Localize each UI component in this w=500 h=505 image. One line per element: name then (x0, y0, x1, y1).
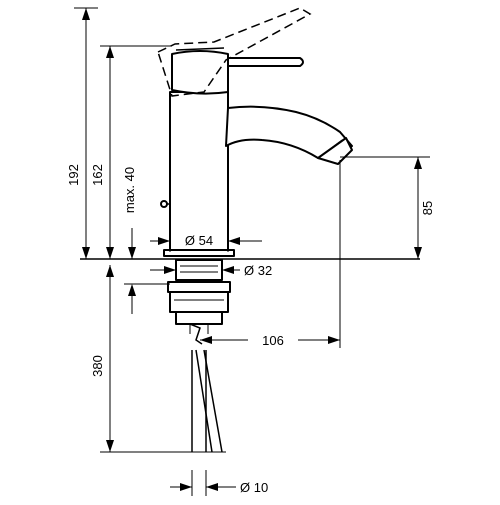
dimension-hose-diameter-label: Ø 10 (240, 480, 268, 495)
dimension-total-height-label: 192 (66, 164, 81, 186)
dimension-total-height: 192 (66, 7, 98, 259)
spout (225, 105, 353, 165)
dimension-spout-height-label: 162 (90, 164, 105, 186)
lever-handle-open-position (157, 7, 312, 97)
dimension-body-diameter: Ø 54 (150, 232, 262, 252)
dimension-connection-length-label: 380 (90, 355, 105, 377)
dimension-outlet-height: 85 (340, 156, 435, 259)
dimension-spout-height: 162 (90, 45, 172, 259)
dimension-spout-reach: 106 (200, 160, 341, 348)
dimension-hose-diameter: Ø 10 (170, 470, 268, 496)
dimension-connection-length: 380 (90, 265, 190, 453)
threaded-shank (167, 259, 231, 334)
lever-handle (171, 47, 304, 95)
dimension-spout-reach-label: 106 (262, 333, 284, 348)
dimension-max-deck-label: max. 40 (122, 167, 137, 213)
dimension-thread-diameter: Ø 32 (150, 263, 272, 278)
dimension-outlet-height-label: 85 (420, 201, 435, 215)
dimension-body-diameter-label: Ø 54 (185, 233, 213, 248)
faucet-body (160, 91, 235, 257)
supply-hoses (185, 323, 226, 453)
dimension-thread-diameter-label: Ø 32 (244, 263, 272, 278)
dimension-max-deck: max. 40 (122, 167, 170, 314)
